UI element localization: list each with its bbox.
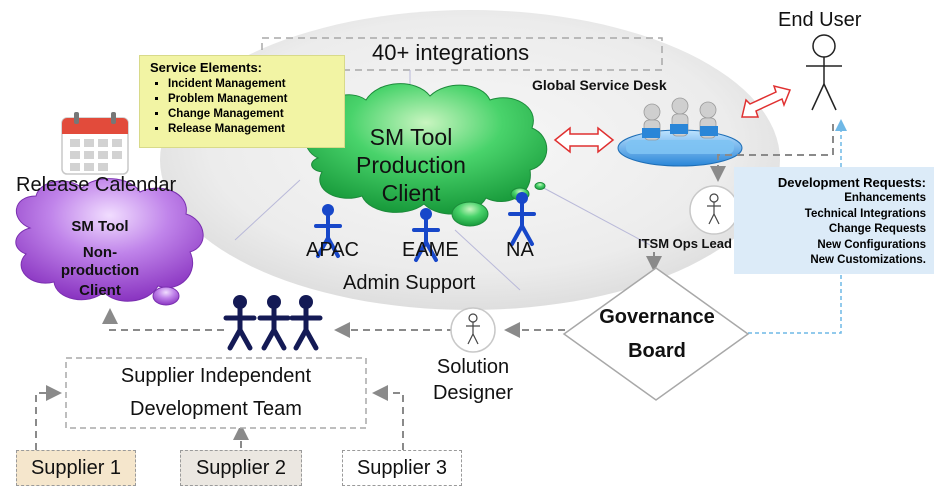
development-request-item: New Customizations. [810, 254, 926, 266]
development-request-item: Change Requests [828, 223, 926, 235]
nonprod-cloud-line4: Client [79, 282, 121, 299]
governance-board-diamond [562, 267, 750, 401]
region-persons [314, 192, 536, 262]
nonprod-cloud-line1: SM Tool [71, 218, 129, 235]
service-element-item: Problem Management [168, 92, 344, 107]
production-cloud-line2: Production [356, 152, 466, 178]
dev-team-line2: Development Team [130, 398, 302, 420]
dev-team-persons [223, 295, 323, 351]
end-user-label: End User [778, 9, 862, 31]
region-label-apac: APAC [306, 239, 359, 261]
end-user-person [806, 34, 842, 111]
red-double-arrows [553, 84, 792, 154]
dev-team-line1: Supplier Independent [120, 365, 312, 387]
itsm-ops-lead-person [689, 185, 739, 235]
integrations-label: 40+ integrations [372, 40, 530, 65]
dev-team-frame [65, 357, 367, 429]
development-request-item: New Configurations [817, 238, 926, 251]
service-element-item: Incident Management [168, 77, 344, 92]
service-elements-box: Service Elements: Incident Management Pr… [139, 55, 345, 148]
governance-board-line2: Board [628, 340, 686, 362]
nonproduction-cloud [15, 178, 204, 306]
admin-support-label: Admin Support [343, 272, 476, 294]
region-label-eame: EAME [402, 239, 459, 261]
development-requests-box: Development Requests: Enhancements Techn… [734, 167, 934, 274]
production-cloud-line3: Client [381, 180, 441, 206]
solution-designer-line1: Solution [436, 356, 510, 378]
development-request-item: Enhancements [844, 192, 926, 204]
service-elements-title: Service Elements: [150, 60, 263, 75]
nonprod-cloud-line3: production [60, 262, 140, 279]
supplier-2-box: Supplier 2 [180, 450, 302, 486]
supplier-3-box: Supplier 3 [342, 450, 462, 486]
governance-board-line1: Governance [599, 306, 715, 328]
nonprod-cloud-line2: Non- [82, 244, 118, 261]
development-requests-title: Development Requests: [777, 175, 926, 190]
production-cloud-line1: SM Tool [369, 124, 453, 150]
itsm-ops-lead-label: ITSM Ops Lead [638, 236, 732, 251]
global-service-desk-label: Global Service Desk [532, 77, 667, 93]
solution-designer-line2: Designer [432, 382, 514, 404]
release-calendar-label: Release Calendar [16, 174, 177, 196]
service-desk-icon [617, 97, 743, 167]
development-request-item: Technical Integrations [804, 207, 926, 220]
calendar-icon [61, 112, 129, 175]
solution-designer-person [450, 307, 496, 353]
region-label-na: NA [506, 239, 534, 261]
supplier-1-box: Supplier 1 [16, 450, 136, 486]
service-element-item: Release Management [168, 122, 344, 137]
dashed-arrows [35, 124, 834, 450]
service-elements-list: Incident Management Problem Management C… [150, 77, 344, 137]
service-element-item: Change Management [168, 107, 344, 122]
